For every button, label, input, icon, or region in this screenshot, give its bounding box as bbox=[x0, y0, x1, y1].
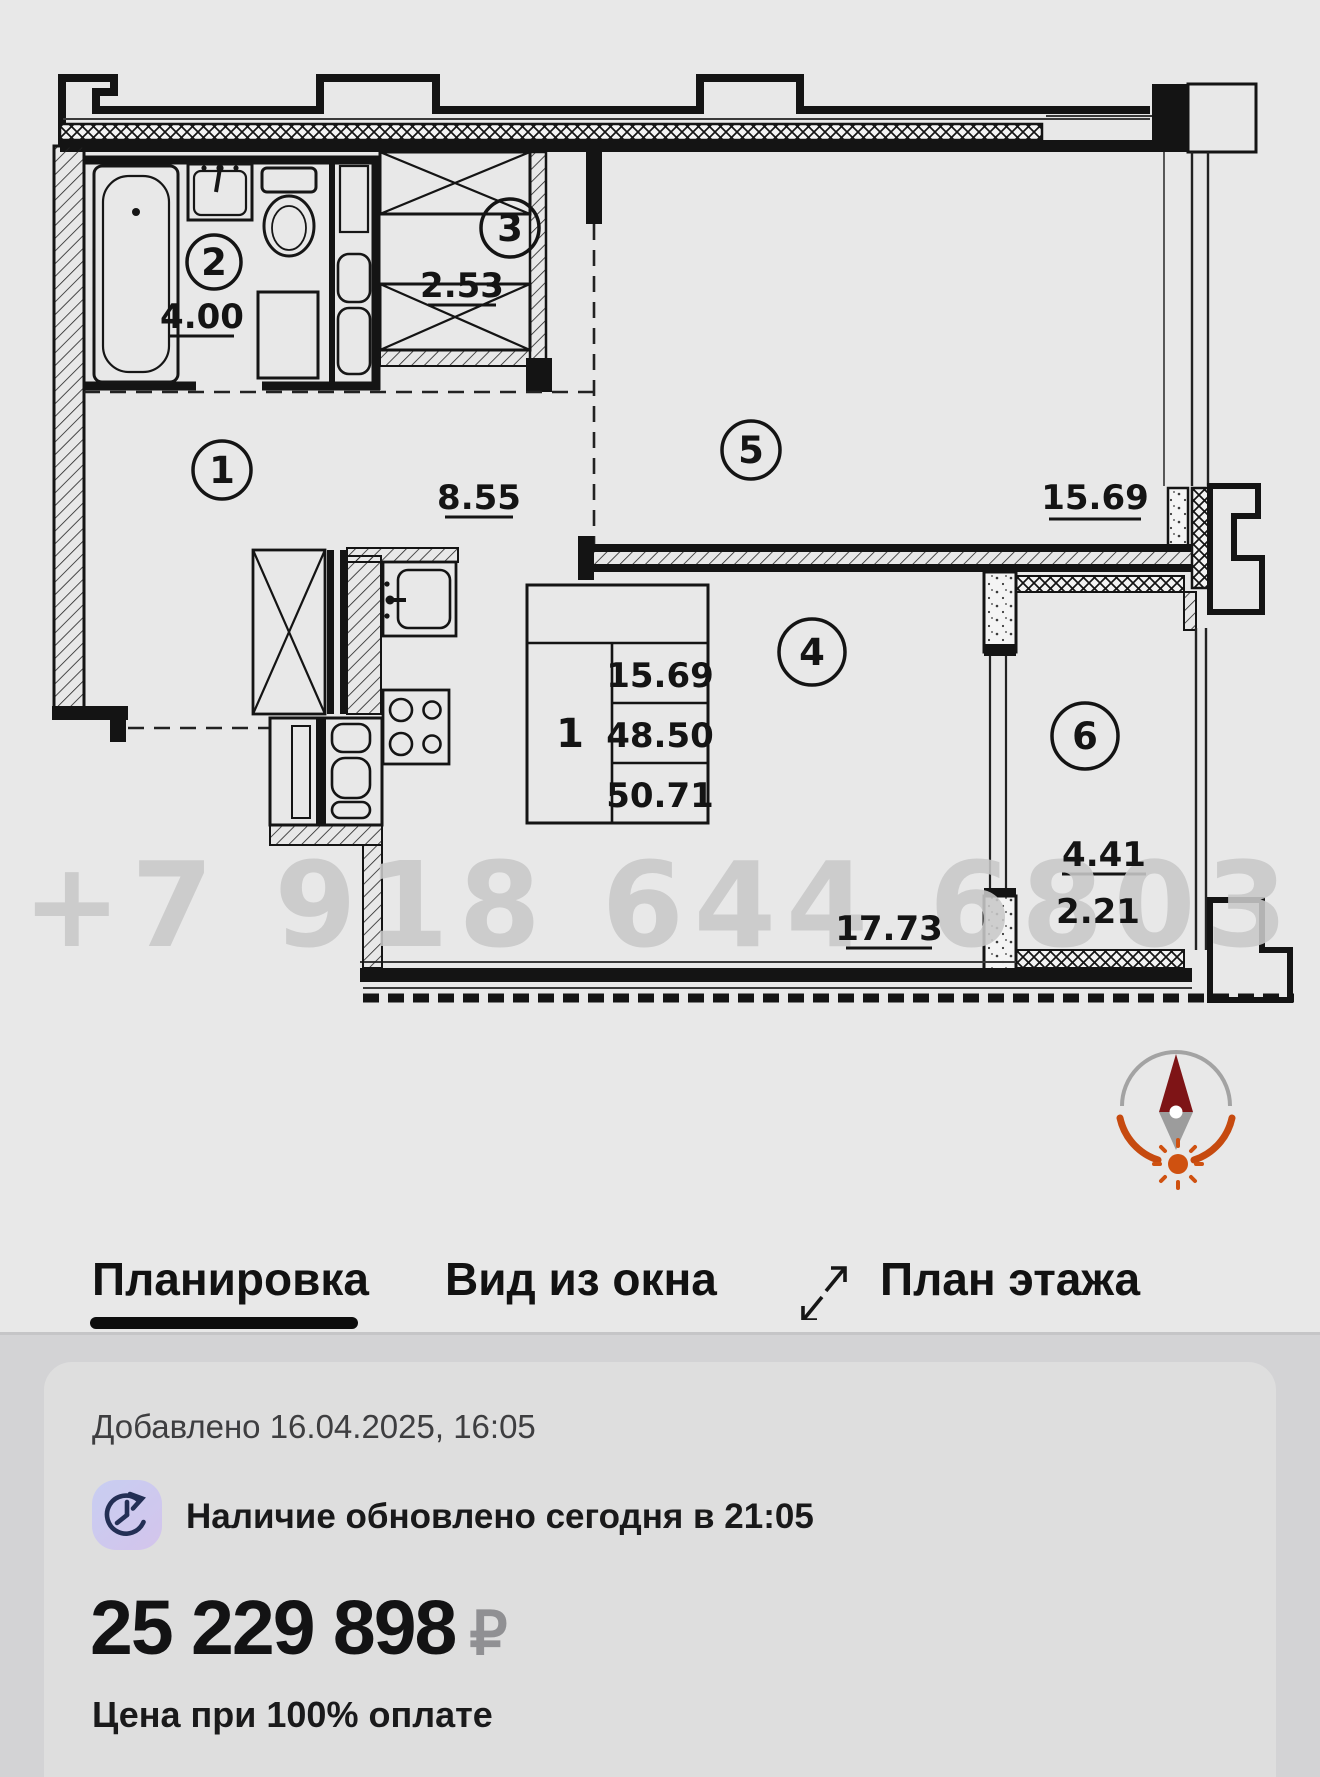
sink bbox=[186, 162, 254, 222]
floor-plan-viewer[interactable]: +7 918 644 6803 1 2 3 4 5 6 4.00 2.53 8.… bbox=[0, 0, 1320, 1240]
washer bbox=[256, 290, 320, 380]
kitchen-units bbox=[251, 547, 459, 969]
room-5-number: 5 bbox=[738, 429, 764, 472]
availability-label: Наличие обновлено сегодня в 21:05 bbox=[186, 1497, 814, 1536]
currency-symbol: ₽ bbox=[469, 1600, 508, 1667]
room-2-number: 2 bbox=[201, 241, 227, 284]
dim-bath: 4.00 bbox=[160, 297, 244, 337]
price-card: Добавлено 16.04.2025, 16:05 Наличие обно… bbox=[44, 1362, 1276, 1777]
added-date-label: Добавлено 16.04.2025, 16:05 bbox=[92, 1408, 536, 1445]
kitchen-sink bbox=[381, 560, 458, 638]
table-row2: 48.50 bbox=[606, 716, 714, 756]
room-6-number: 6 bbox=[1072, 715, 1098, 758]
table-row3: 50.71 bbox=[606, 776, 714, 816]
dim-underlines bbox=[170, 303, 1146, 950]
left-wall bbox=[52, 144, 86, 714]
gallery-tabs: Планировка Вид из окна План этажа bbox=[0, 1252, 1320, 1312]
active-tab-indicator bbox=[90, 1317, 358, 1329]
toilet bbox=[260, 166, 318, 194]
price-note: Цена при 100% оплате bbox=[92, 1694, 493, 1735]
tab-window-view[interactable]: Вид из окна bbox=[445, 1253, 717, 1305]
dim-wardrobe: 2.53 bbox=[420, 266, 504, 306]
availability-clock-icon bbox=[92, 1480, 162, 1550]
top-wall bbox=[60, 140, 1180, 152]
wardrobe-boxes bbox=[378, 150, 532, 352]
dashed-boundaries bbox=[84, 224, 596, 730]
parapet-outline bbox=[58, 74, 1150, 146]
compass-needle-south bbox=[1159, 1112, 1193, 1150]
table-row1: 15.69 bbox=[606, 656, 714, 696]
dim-balcony-b: 2.21 bbox=[1056, 892, 1140, 932]
dim-room5: 15.69 bbox=[1041, 478, 1149, 518]
area-table bbox=[525, 583, 710, 825]
bathroom-fixtures bbox=[92, 162, 372, 384]
dim-balcony-a: 4.41 bbox=[1062, 835, 1146, 875]
top-wall-insulation bbox=[58, 122, 1044, 142]
plan-structure bbox=[52, 74, 1294, 1003]
tab-layout[interactable]: Планировка bbox=[92, 1253, 370, 1305]
bathtub bbox=[92, 164, 180, 384]
room-3-number: 3 bbox=[497, 207, 523, 250]
price-value: 25 229 898 bbox=[90, 1585, 457, 1671]
dim-room4: 17.73 bbox=[835, 909, 943, 949]
compass-icon bbox=[1116, 1050, 1236, 1190]
expand-icon[interactable] bbox=[798, 1258, 850, 1320]
boiler bbox=[336, 252, 372, 304]
dim-hall: 8.55 bbox=[437, 478, 521, 518]
room-1-number: 1 bbox=[209, 449, 235, 492]
compass-sun bbox=[1152, 1138, 1204, 1190]
plan-labels: 1 2 3 4 5 6 4.00 2.53 8.55 15.69 17.73 4… bbox=[160, 207, 1149, 949]
room-4-number: 4 bbox=[799, 631, 825, 674]
compass-needle-north bbox=[1159, 1054, 1193, 1112]
price-row: 25 229 898₽ bbox=[90, 1584, 508, 1673]
room-circles bbox=[185, 197, 1120, 771]
section-divider bbox=[0, 1332, 1320, 1335]
watermark-phone: +7 918 644 6803 bbox=[22, 836, 1297, 974]
tab-floor-plan[interactable]: План этажа bbox=[880, 1253, 1141, 1305]
table-unit: 1 bbox=[556, 711, 584, 757]
